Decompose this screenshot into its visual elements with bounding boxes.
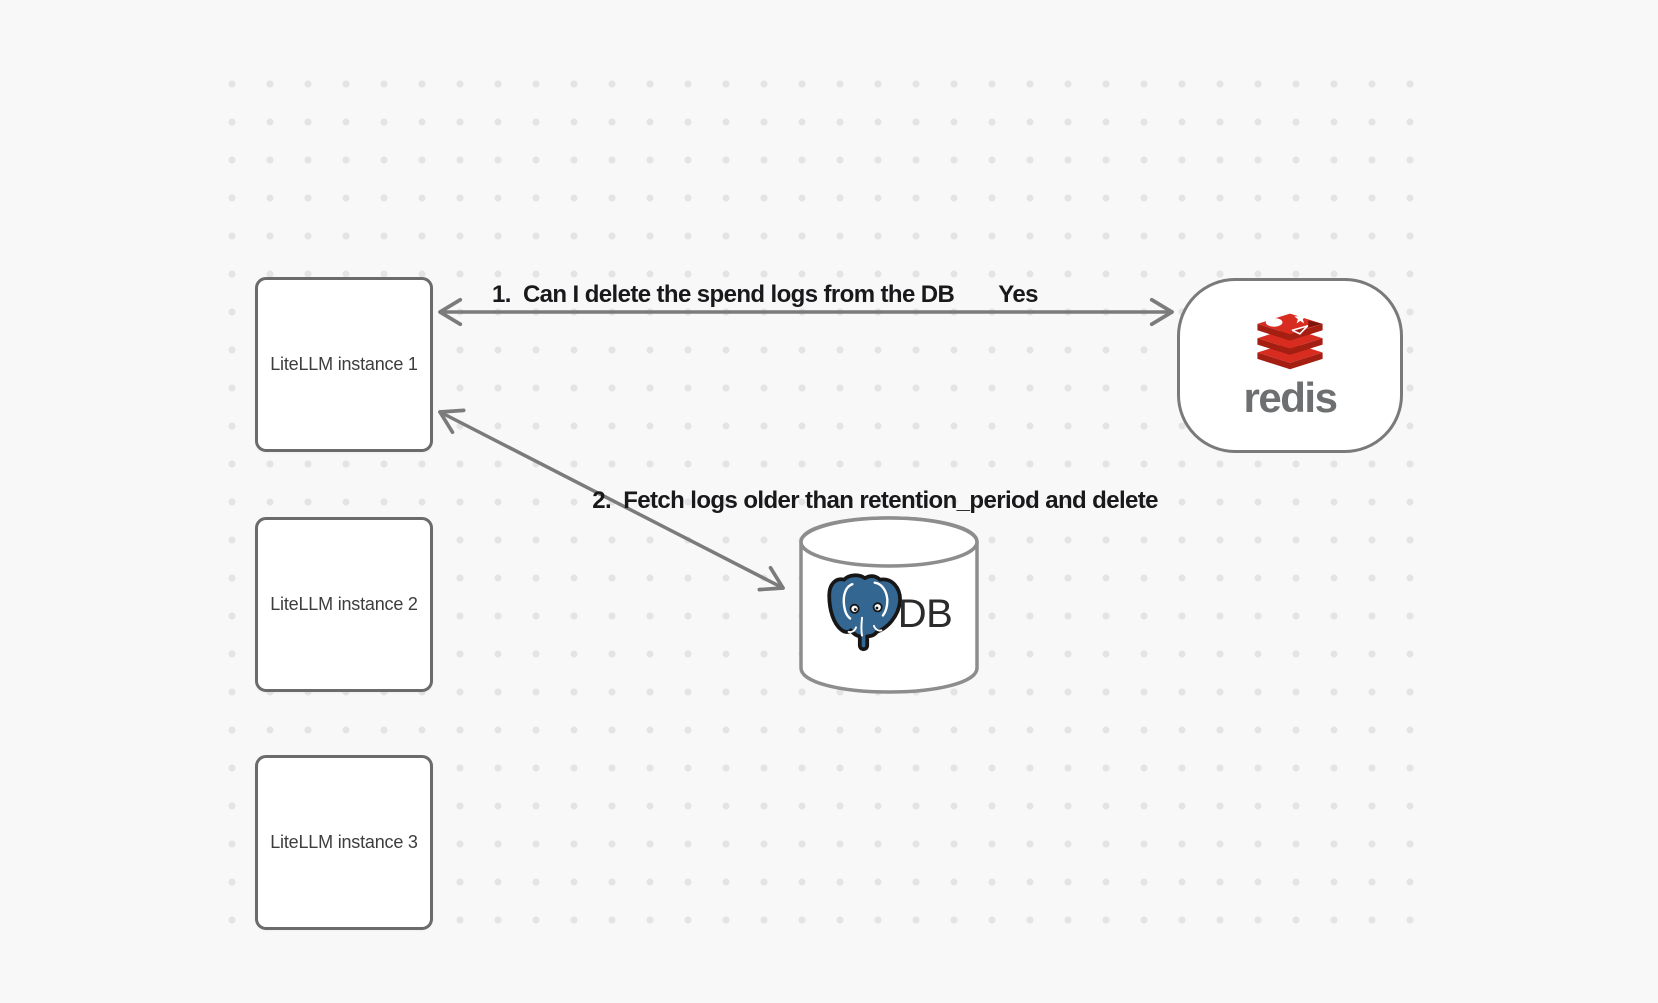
node-litellm-instance-2[interactable]: LiteLLM instance 2: [255, 517, 433, 692]
redis-wordmark: redis: [1243, 374, 1338, 421]
edge-label-2: 2. Fetch logs older than retention_perio…: [568, 459, 1158, 543]
edge-question-text: 1. Can I delete the spend logs from the …: [492, 281, 955, 308]
redis-logo-icon: [1257, 312, 1323, 370]
node-label: LiteLLM instance 2: [270, 594, 418, 614]
node-litellm-instance-1[interactable]: LiteLLM instance 1: [255, 277, 433, 452]
node-label: LiteLLM instance 3: [270, 832, 418, 852]
database-content: DB: [803, 566, 975, 662]
node-redis[interactable]: redis: [1177, 278, 1403, 453]
node-litellm-instance-3[interactable]: LiteLLM instance 3: [255, 755, 433, 930]
node-label: LiteLLM instance 1: [270, 354, 418, 374]
edge-response-text: Yes: [998, 281, 1038, 308]
db-label: DB: [897, 592, 953, 636]
edge-label-1: 1. Can I delete the spend logs from the …: [492, 281, 1038, 309]
edge-instance1-db[interactable]: [438, 408, 785, 592]
postgresql-logo-icon: [827, 573, 902, 652]
edge-action-text: 2. Fetch logs older than retention_perio…: [592, 487, 1158, 514]
